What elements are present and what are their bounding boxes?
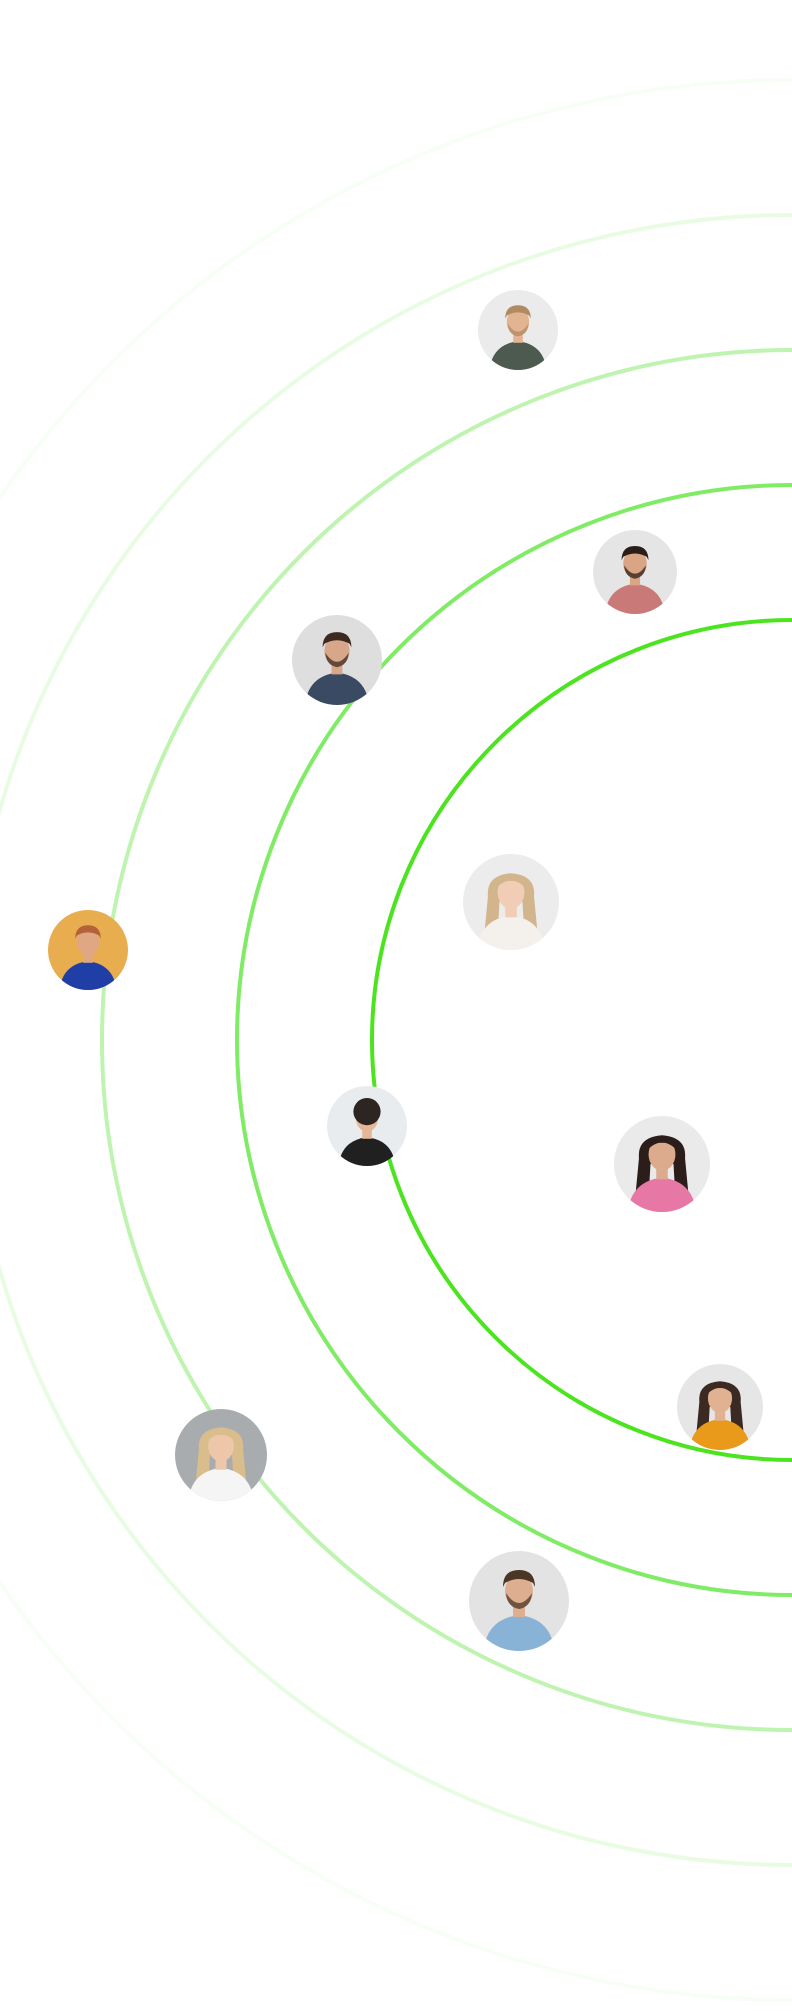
- avatar-woman-yellow-bg: [48, 910, 128, 990]
- avatar-woman-white-blouse: [175, 1409, 267, 1501]
- ring-5: [0, 78, 792, 2002]
- ring-2: [235, 483, 792, 1597]
- ring-3: [100, 348, 792, 1732]
- avatar-woman-pink-sweater: [614, 1116, 710, 1212]
- avatar-man-plaid-shirt: [593, 530, 677, 614]
- avatar-man-glasses-denim: [469, 1551, 569, 1651]
- avatar-man-green-tshirt: [478, 290, 558, 370]
- ring-1: [370, 618, 792, 1462]
- avatar-woman-orange-top: [677, 1364, 763, 1450]
- avatar-woman-black-vest: [327, 1086, 407, 1166]
- ring-4: [0, 213, 792, 1867]
- avatar-woman-blonde-sweater: [463, 854, 559, 950]
- avatar-man-denim-shirt: [292, 615, 382, 705]
